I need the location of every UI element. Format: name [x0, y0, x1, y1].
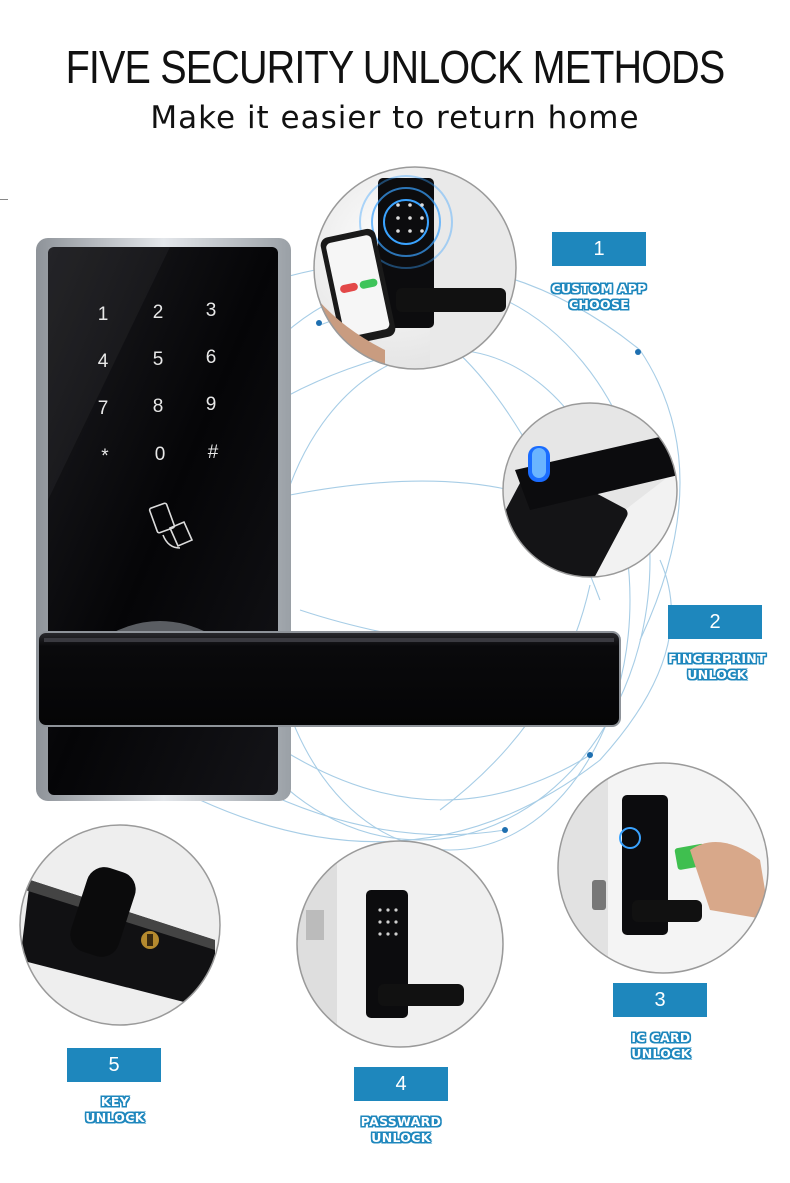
caption-line: UNLOCK	[687, 667, 747, 682]
method-badge-2: 2	[668, 605, 762, 639]
method-badge-5: 5	[67, 1048, 161, 1082]
password-unlock-photo	[297, 841, 503, 1047]
keypad-key: 2	[153, 302, 164, 323]
keypad: 1 2 3 4 5 6 7 8 9 * 0 #	[98, 300, 219, 467]
card-reader-icon	[148, 502, 194, 549]
app-unlock-photo	[314, 167, 516, 369]
page-title: FIVE SECURITY UNLOCK METHODS	[65, 41, 726, 93]
keypad-key: 6	[206, 347, 217, 368]
caption-line: UNLOCK	[85, 1110, 145, 1125]
caption-line: PASSWARD	[360, 1114, 442, 1129]
edge-mark	[0, 199, 8, 200]
fingerprint-unlock-photo	[503, 403, 677, 577]
ic-card-unlock-photo	[558, 763, 768, 973]
smart-lock-main: 1 2 3 4 5 6 7 8 9 * 0 #	[36, 238, 621, 801]
caption-line: UNLOCK	[371, 1130, 431, 1145]
keypad-key: #	[208, 442, 219, 463]
method-caption-4: PASSWARD UNLOCK	[326, 1114, 476, 1146]
method-caption-1: CUSTOM APP CHOOSE	[524, 281, 674, 313]
keypad-key: 3	[206, 300, 217, 321]
method-caption-5: KEY UNLOCK	[40, 1094, 190, 1126]
method-badge-1: 1	[552, 232, 646, 266]
method-badge-4: 4	[354, 1067, 448, 1101]
method-badge-3: 3	[613, 983, 707, 1017]
keypad-key: 5	[153, 349, 164, 370]
caption-line: CUSTOM APP	[551, 281, 647, 296]
caption-line: FINGERPRINT	[668, 651, 766, 666]
caption-line: CHOOSE	[568, 297, 630, 312]
keypad-key: 1	[98, 304, 109, 325]
key-unlock-photo	[20, 825, 220, 1025]
keypad-key: 4	[98, 351, 109, 372]
page-subtitle: Make it easier to return home	[150, 100, 640, 136]
method-caption-3: IC CARD UNLOCK	[586, 1030, 736, 1062]
keypad-key: 7	[98, 398, 109, 419]
keypad-key: 0	[155, 444, 166, 465]
keypad-key: 9	[206, 394, 217, 415]
caption-line: UNLOCK	[631, 1046, 691, 1061]
caption-line: KEY	[100, 1094, 130, 1109]
caption-line: IC CARD	[631, 1030, 691, 1045]
method-caption-2: FINGERPRINT UNLOCK	[642, 651, 790, 683]
keypad-key: 8	[153, 396, 164, 417]
keypad-key: *	[101, 446, 109, 467]
